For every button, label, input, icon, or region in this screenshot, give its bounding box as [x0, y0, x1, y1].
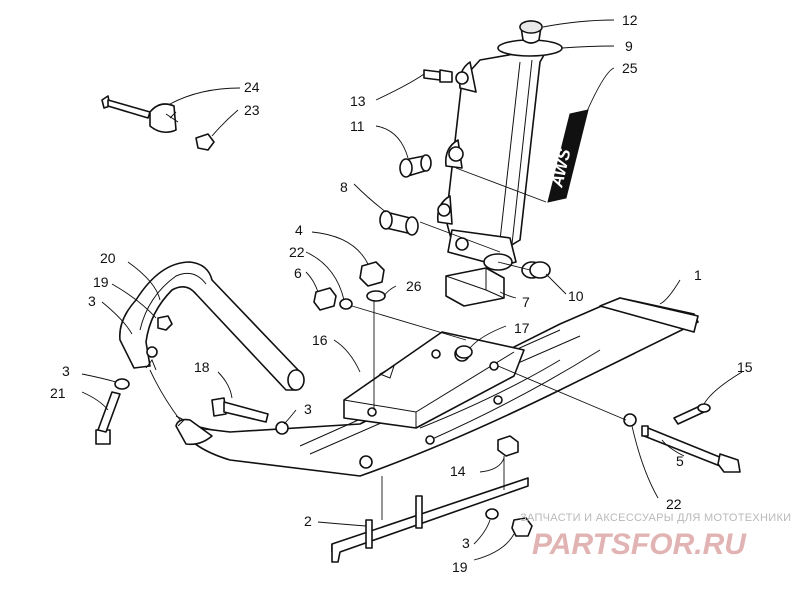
callout-1: 1 [694, 267, 702, 283]
decal-text: AWS [547, 146, 575, 190]
callout-19-top: 19 [93, 274, 109, 290]
callout-7: 7 [522, 294, 530, 310]
bolt-18-part [211, 397, 269, 423]
watermark: ЗАПЧАСТИ И АКСЕССУАРЫ ДЛЯ МОТОТЕХНИКИ PA… [520, 512, 791, 561]
callout-14: 14 [450, 463, 466, 479]
spindle-cap-part [519, 20, 543, 44]
callout-16: 16 [312, 332, 328, 348]
grease-fitting-part [423, 69, 453, 83]
callout-9: 9 [625, 38, 633, 54]
cotter-pin-part [673, 403, 711, 425]
callout-2: 2 [304, 513, 312, 529]
bushing-11-part [399, 154, 432, 178]
callout-5: 5 [676, 453, 684, 469]
callout-15: 15 [737, 359, 753, 375]
watermark-caption: ЗАПЧАСТИ И АКСЕССУАРЫ ДЛЯ МОТОТЕХНИКИ [520, 512, 791, 524]
callout-3-bottom: 3 [462, 535, 470, 551]
spindle-part [436, 39, 563, 271]
hardware-parts [114, 261, 637, 537]
callout-3-top: 3 [88, 293, 96, 309]
damper-block-part [445, 267, 505, 307]
callout-3-left: 3 [62, 363, 70, 379]
bolt-21-part [95, 391, 121, 445]
callout-21: 21 [50, 385, 66, 401]
callout-24: 24 [244, 79, 260, 95]
callout-18: 18 [194, 359, 210, 375]
handle-bolt-part [101, 95, 215, 151]
aws-decal-part: AWS [547, 109, 589, 203]
callout-12: 12 [622, 12, 638, 28]
callout-22-top: 22 [289, 244, 305, 260]
watermark-logo: PARTSFOR.RU [532, 528, 747, 561]
callout-19-bottom: 19 [452, 559, 468, 575]
callout-11: 11 [350, 118, 365, 134]
callout-6: 6 [294, 265, 302, 281]
callout-8: 8 [340, 179, 348, 195]
callout-20: 20 [100, 250, 116, 266]
callout-25: 25 [622, 60, 638, 76]
bushing-8-part [379, 210, 419, 236]
wear-bar-part [331, 477, 529, 563]
spacer-10-part [521, 261, 551, 279]
callout-17: 17 [514, 320, 530, 336]
callout-3-mid: 3 [304, 401, 312, 417]
callout-4: 4 [295, 222, 303, 238]
callout-26: 26 [406, 278, 422, 294]
callout-10: 10 [568, 288, 584, 304]
ski-loop-part [119, 261, 305, 391]
long-bolt-part [641, 425, 741, 473]
callout-13: 13 [350, 93, 366, 109]
callout-23: 23 [244, 102, 260, 118]
leader-lines [81, 19, 743, 561]
callouts: 12 9 25 13 11 24 23 8 4 22 6 26 7 10 20 … [50, 12, 753, 575]
callout-22-bottom: 22 [666, 496, 682, 512]
ski-part [175, 297, 699, 477]
